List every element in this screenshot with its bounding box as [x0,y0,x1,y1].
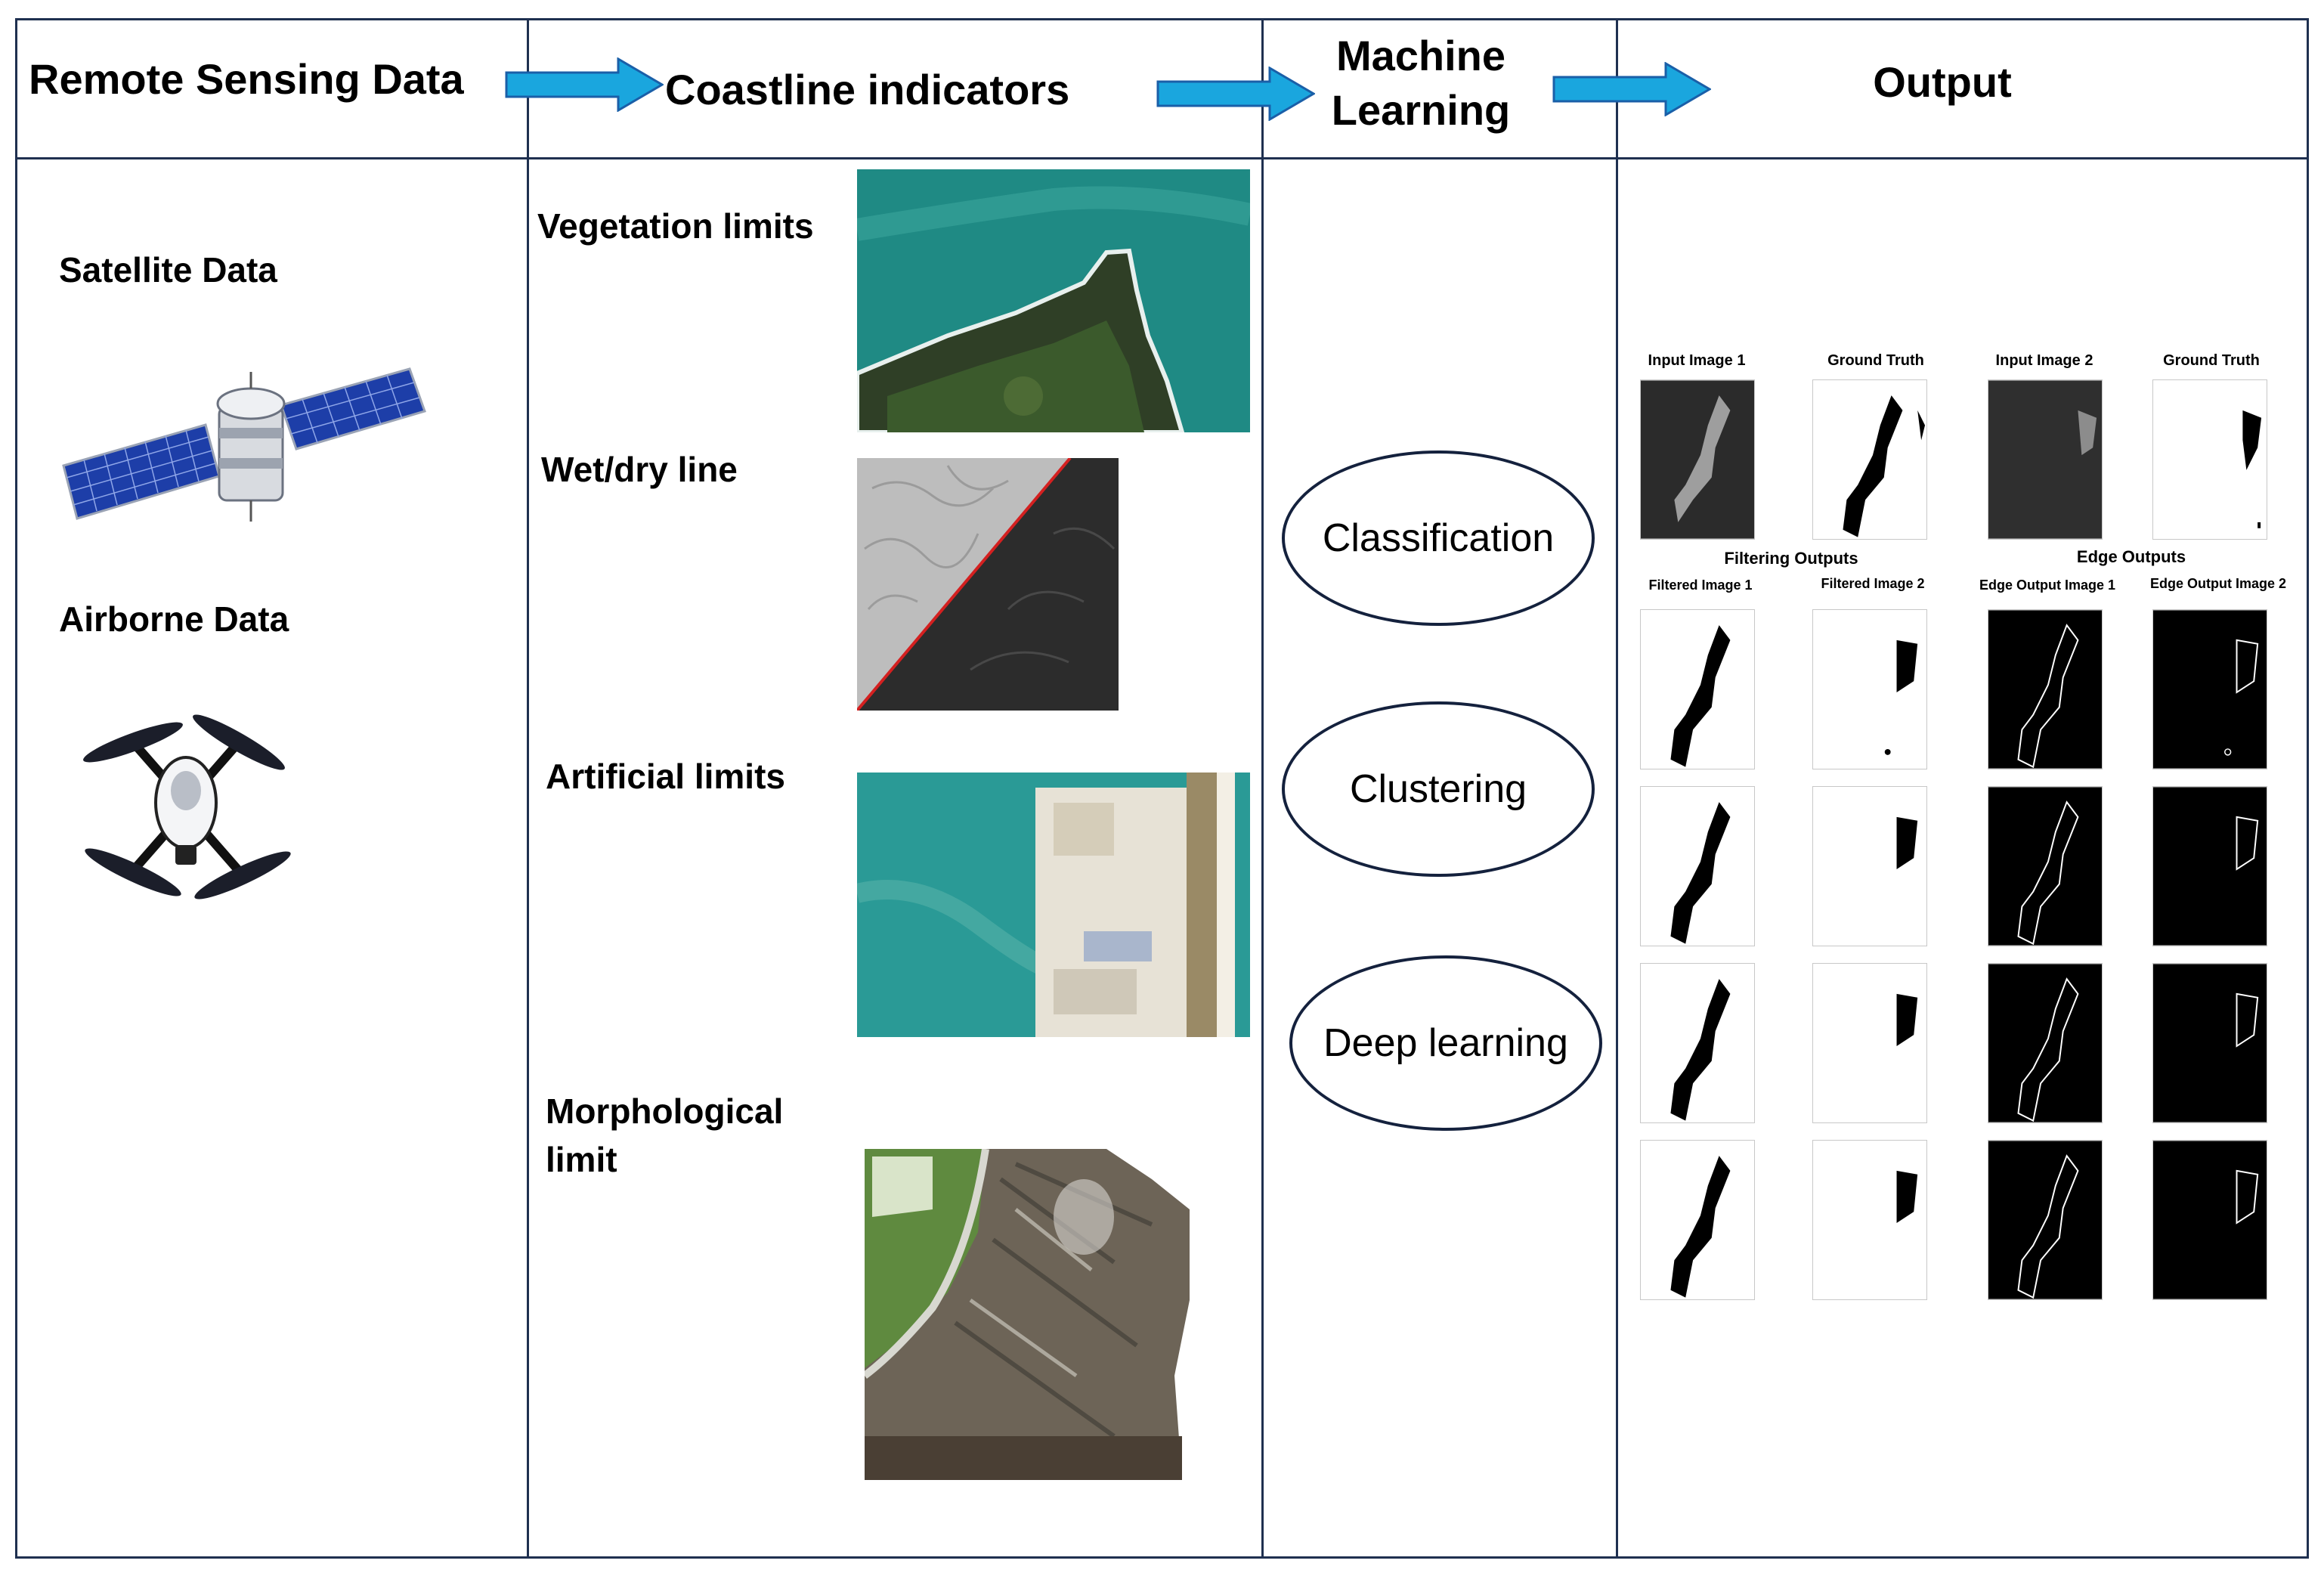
title-filtered-image-1: Filtered Image 1 [1648,577,1753,593]
indicator-label-wet-dry: Wet/dry line [541,450,738,489]
morphological-limit-image [865,1149,1212,1480]
filtered-image-2-row1 [1812,609,1927,769]
method-classification: Classification [1282,451,1595,626]
filtered-image-2-row2 [1812,786,1927,946]
title-input-image-1: Input Image 1 [1648,352,1746,369]
edge-output-2-row1 [2152,609,2267,769]
method-classification-label: Classification [1322,516,1555,560]
filtered-image-1-row4 [1640,1140,1755,1300]
filtered-image-1-row1 [1640,609,1755,769]
diagram-frame [15,18,2309,1559]
artificial-limits-image [857,773,1250,1037]
header-remote-sensing: Remote Sensing Data [29,55,464,103]
title-filtered-image-2: Filtered Image 2 [1821,576,1925,591]
edge-output-1-row3 [1988,963,2103,1123]
column-divider-2 [1261,18,1264,1559]
filtered-image-1-row2 [1640,786,1755,946]
header-machine-learning: Machine Learning [1285,29,1557,138]
header-ml-line1: Machine [1335,32,1506,79]
title-edge-output-image-2: Edge Output Image 2 [2149,576,2287,591]
method-clustering-label: Clustering [1349,767,1527,811]
ground-truth-2 [2152,379,2267,540]
method-clustering: Clustering [1282,701,1595,877]
flow-arrow-3 [1552,62,1711,116]
filtered-image-2-row4 [1812,1140,1927,1300]
vegetation-limits-image [857,169,1250,432]
header-ml-line2: Learning [1331,86,1511,134]
indicator-label-vegetation: Vegetation limits [537,206,814,246]
input-image-2 [1988,379,2103,540]
header-output: Output [1873,58,2012,106]
column-divider-1 [527,18,529,1559]
ground-truth-1 [1812,379,1927,540]
airborne-data-label: Airborne Data [59,599,289,639]
edge-output-1-row2 [1988,786,2103,946]
title-ground-truth-2: Ground Truth [2163,352,2260,369]
method-deep-learning-label: Deep learning [1323,1021,1568,1065]
satellite-data-label: Satellite Data [59,250,277,290]
edge-output-1-row1 [1988,609,2103,769]
header-divider [15,157,2309,159]
title-ground-truth-1: Ground Truth [1827,352,1924,369]
filtered-image-2-row3 [1812,963,1927,1123]
morphological-line2: limit [546,1140,617,1179]
header-coastline-indicators: Coastline indicators [665,66,1070,113]
edge-output-2-row3 [2152,963,2267,1123]
satellite-icon [62,367,426,522]
column-divider-3 [1616,18,1618,1559]
edge-output-1-row4 [1988,1140,2103,1300]
morphological-line1: Morphological [546,1091,784,1131]
indicator-label-morphological: Morphological limit [546,1087,783,1184]
drone-icon [83,714,291,899]
title-edge-output-image-1: Edge Output Image 1 [1979,577,2116,593]
edge-output-2-row2 [2152,786,2267,946]
filtered-image-1-row3 [1640,963,1755,1123]
indicator-label-artificial: Artificial limits [546,757,785,796]
input-image-1 [1640,379,1755,540]
method-deep-learning: Deep learning [1289,955,1602,1131]
title-edge-outputs: Edge Outputs [2076,547,2186,566]
flow-arrow-1 [505,57,664,112]
title-input-image-2: Input Image 2 [1995,352,2093,369]
title-filtering-outputs: Filtering Outputs [1724,549,1858,568]
wet-dry-line-image [857,458,1119,711]
edge-output-2-row4 [2152,1140,2267,1300]
flow-arrow-2 [1156,67,1315,121]
